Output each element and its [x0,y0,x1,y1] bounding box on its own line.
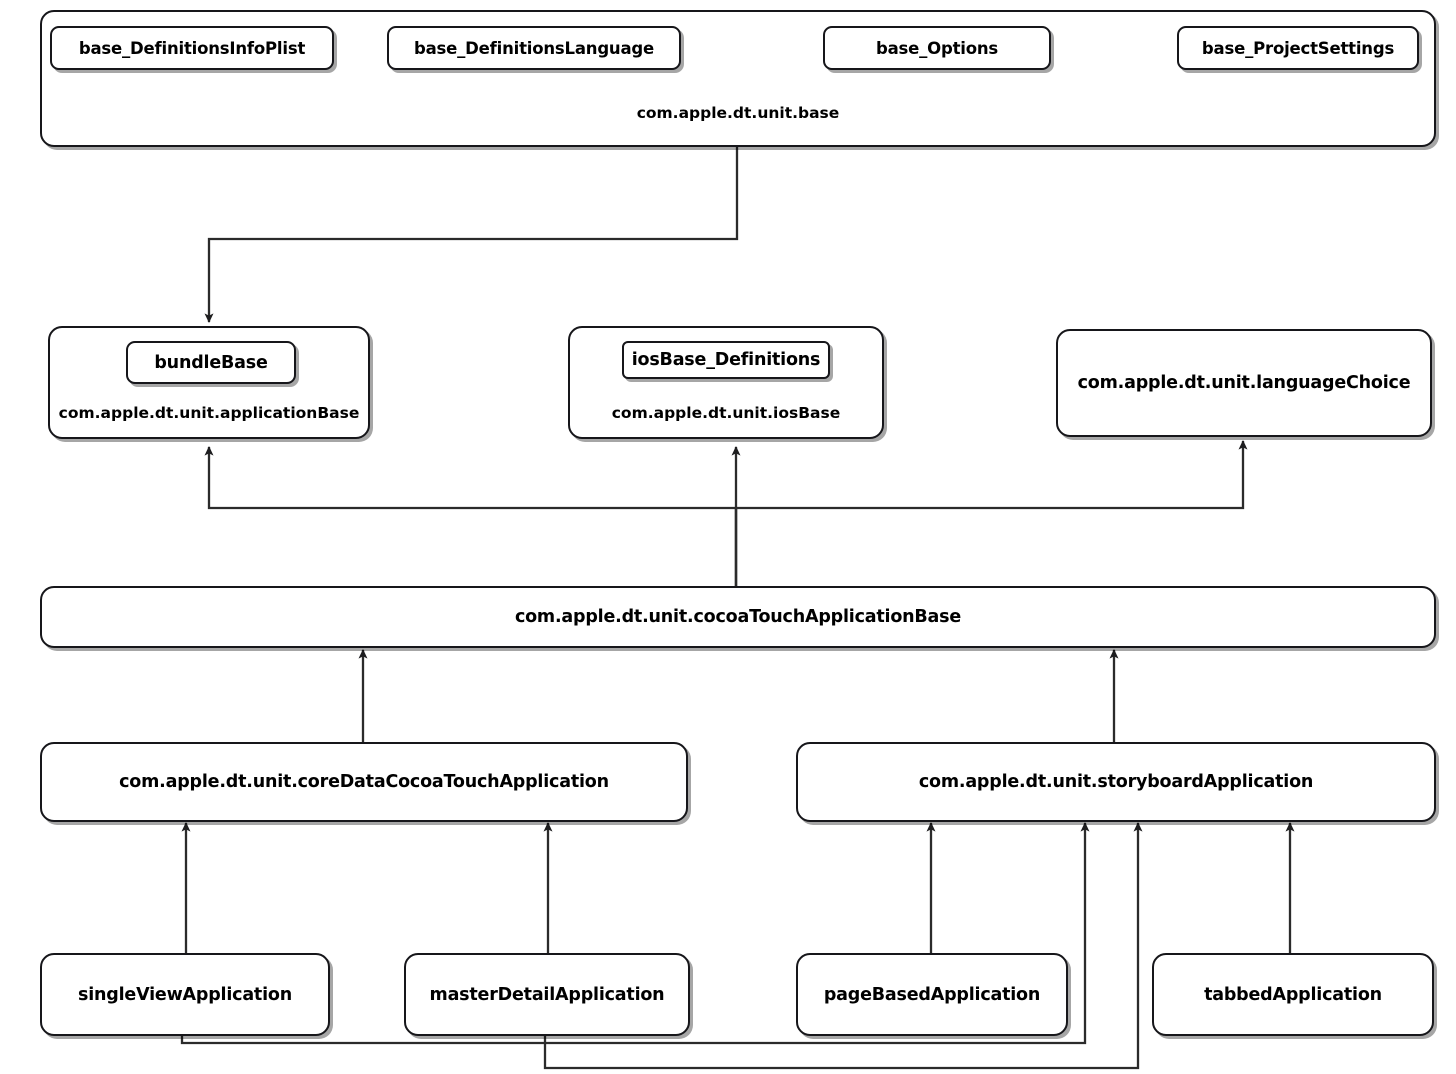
node-single-view-application[interactable]: singleViewApplication [40,953,330,1036]
node-ios-base[interactable]: iosBase_Definitions com.apple.dt.unit.io… [568,326,884,439]
package-name-base: com.apple.dt.unit.base [636,104,840,122]
node-storyboard-application[interactable]: com.apple.dt.unit.storyboardApplication [796,742,1436,822]
edge-base-to-applicationbase [204,147,739,323]
node-label: singleViewApplication [78,984,292,1005]
node-label: base_DefinitionsInfoPlist [78,38,306,58]
node-application-base[interactable]: bundleBase com.apple.dt.unit.application… [48,326,370,439]
node-label: base_DefinitionsLanguage [413,38,655,58]
node-base-definitions-language[interactable]: base_DefinitionsLanguage [387,26,681,70]
node-base-definitions-infoplist[interactable]: base_DefinitionsInfoPlist [50,26,334,70]
edge-cocoatouch-to-languagechoice [734,440,1248,586]
node-base-package[interactable]: base_DefinitionsInfoPlist base_Definitio… [40,10,1436,147]
edge-cocoatouch-to-applicationbase [204,446,738,586]
package-name-application-base: com.apple.dt.unit.applicationBase [58,404,360,422]
node-label: bundleBase [154,352,268,373]
node-label: com.apple.dt.unit.languageChoice [1077,373,1411,393]
node-core-data-cocoa-touch-application[interactable]: com.apple.dt.unit.coreDataCocoaTouchAppl… [40,742,688,822]
node-label: com.apple.dt.unit.coreDataCocoaTouchAppl… [119,772,609,792]
node-label: com.apple.dt.unit.storyboardApplication [918,772,1314,792]
node-label: masterDetailApplication [429,984,665,1005]
package-name-ios-base: com.apple.dt.unit.iosBase [611,404,841,422]
node-master-detail-application[interactable]: masterDetailApplication [404,953,690,1036]
node-label: com.apple.dt.unit.cocoaTouchApplicationB… [514,607,962,627]
node-language-choice[interactable]: com.apple.dt.unit.languageChoice [1056,329,1432,437]
node-iosbase-definitions[interactable]: iosBase_Definitions [622,341,830,379]
node-bundle-base[interactable]: bundleBase [126,341,296,384]
node-tabbed-application[interactable]: tabbedApplication [1152,953,1434,1036]
node-base-options[interactable]: base_Options [823,26,1051,70]
node-base-project-settings[interactable]: base_ProjectSettings [1177,26,1419,70]
node-label: iosBase_Definitions [631,350,821,370]
node-label: tabbedApplication [1204,984,1382,1005]
node-page-based-application[interactable]: pageBasedApplication [796,953,1068,1036]
node-cocoa-touch-application-base[interactable]: com.apple.dt.unit.cocoaTouchApplicationB… [40,586,1436,648]
node-label: base_Options [875,38,999,58]
node-label: pageBasedApplication [823,984,1041,1005]
node-label: base_ProjectSettings [1201,38,1395,58]
